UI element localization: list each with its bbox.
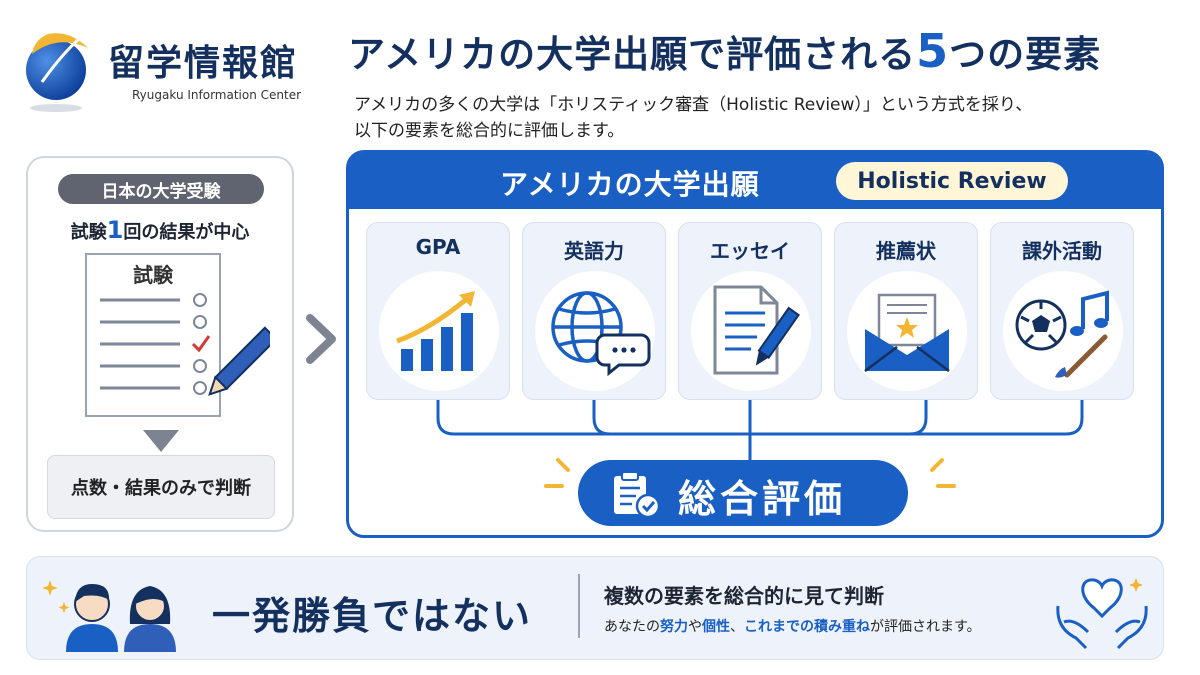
factor-card-essay: エッセイ [678, 222, 822, 400]
slogan-text: 一発勝負ではない [212, 594, 533, 638]
factor-label: 英語力 [564, 239, 624, 263]
bar-chart-icon [396, 291, 475, 371]
bottom-heading: 複数の要素を総合的に見て判断 [604, 584, 884, 608]
factor-card-extracurricular: 課外活動 [990, 222, 1134, 400]
japan-exam-badge: 日本の大学受験 [58, 174, 264, 204]
holistic-review-badge: Holistic Review [836, 162, 1068, 200]
factor-icon-circle [535, 271, 655, 391]
page-title: アメリカの大学出願で評価される5つの要素 [348, 24, 1102, 78]
document-pen-icon [713, 285, 800, 375]
factor-label: GPA [415, 235, 461, 259]
factors-connector [436, 400, 1084, 464]
heart-hands-icon [1056, 578, 1148, 650]
brand-title: 留学情報館 [108, 43, 299, 84]
vertical-divider [578, 574, 580, 638]
factor-label: エッセイ [710, 239, 790, 263]
brand-subtitle: Ryugaku Information Center [132, 88, 302, 102]
envelope-star-icon [864, 293, 950, 372]
bottom-description: あなたの努力や個性、これまでの積み重ねが評価されます。 [604, 619, 981, 635]
factor-label: 推薦状 [876, 239, 936, 263]
factor-card-gpa: GPA [366, 222, 510, 400]
chevron-right-icon [306, 314, 336, 364]
holistic-evaluation-label: 総合評価 [678, 477, 847, 521]
down-arrow-icon [143, 430, 179, 452]
japan-result-box: 点数・結果のみで判断 [47, 455, 275, 519]
students-illustration-icon [42, 580, 176, 652]
exam-paper-icon: 試験 [85, 253, 270, 417]
factor-icon-circle [379, 271, 499, 391]
factor-icon-circle [691, 271, 811, 391]
japan-exam-caption: 試験1回の結果が中心 [70, 216, 250, 244]
factor-label: 課外活動 [1022, 239, 1102, 263]
soccer-music-brush-icon [1015, 290, 1109, 378]
intro-text-line-2: 以下の要素を総合的に評価します。 [354, 121, 625, 141]
clipboard-check-icon [614, 471, 661, 518]
sparkle-lines-icon [544, 458, 956, 488]
globe-logo-icon [26, 33, 88, 112]
factor-icon-circle [847, 271, 967, 391]
bottom-banner [26, 556, 1164, 660]
exam-paper-label: 試験 [133, 263, 174, 287]
intro-text-line-1: アメリカの多くの大学は「ホリスティック審査（Holistic Review）」と… [354, 95, 1033, 115]
factor-card-english: 英語力 [522, 222, 666, 400]
factor-card-recommendation: 推薦状 [834, 222, 978, 400]
globe-chat-icon [551, 291, 651, 377]
factor-icon-circle [1003, 271, 1123, 391]
us-panel-title: アメリカの大学出願 [500, 168, 760, 201]
